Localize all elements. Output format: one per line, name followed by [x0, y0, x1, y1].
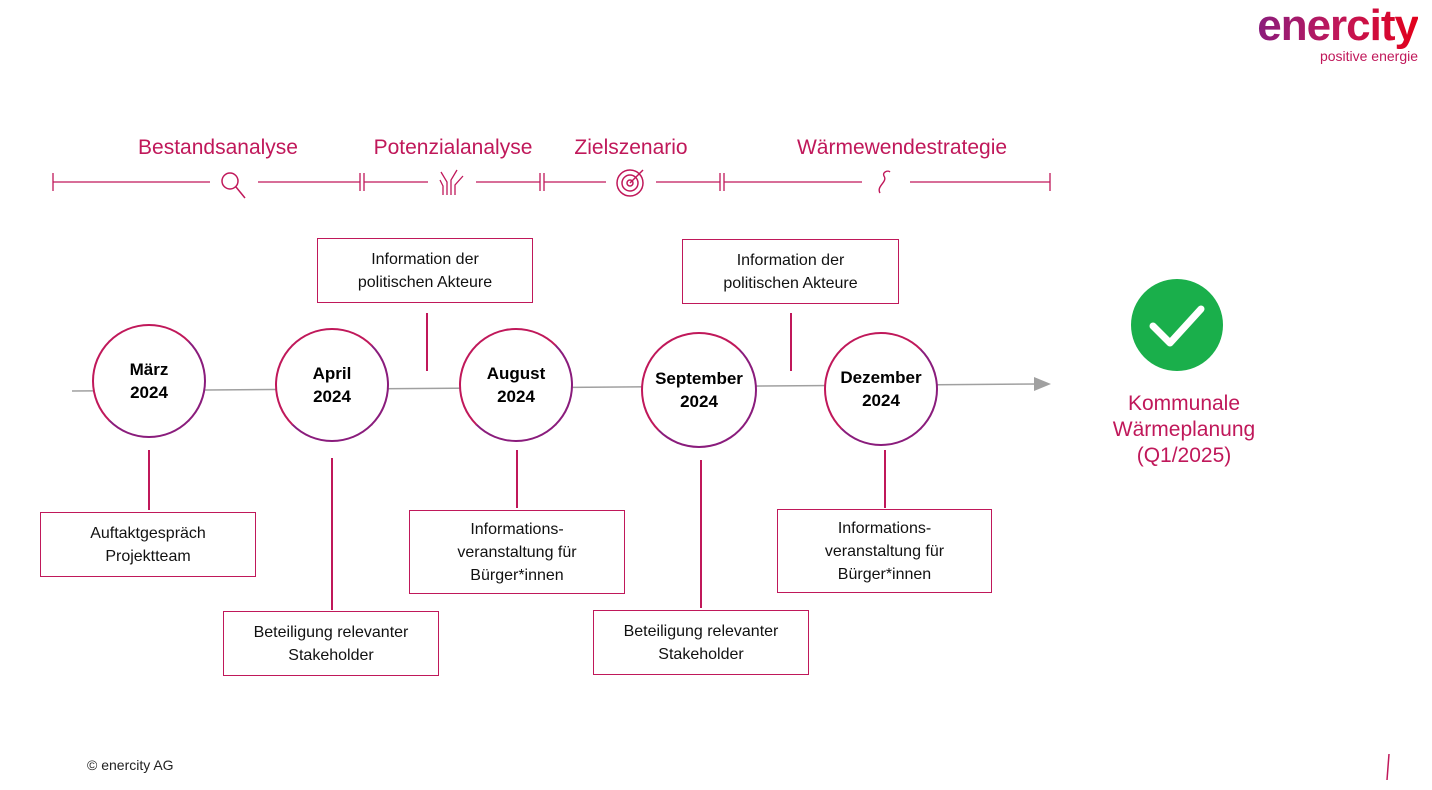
phase-label: Bestandsanalyse: [138, 136, 298, 159]
connector: [700, 460, 702, 608]
branching-arrows-icon: [439, 169, 464, 195]
connector: [516, 450, 518, 508]
enercity-logo: enercity positive energie: [1257, 1, 1419, 65]
connector: [148, 450, 150, 510]
connector: [426, 313, 428, 371]
checkmark-circle: [1131, 279, 1223, 371]
copyright: © enercity AG: [87, 757, 174, 773]
arrow-head-icon: [1034, 377, 1051, 391]
phase-label: Wärmewendestrategie: [796, 136, 1008, 159]
slide-marker: [1386, 753, 1390, 781]
path-icon: [878, 170, 891, 194]
phase-bracket: [52, 173, 1051, 191]
phase-label: Zielszenario: [574, 136, 688, 159]
connector: [331, 458, 333, 610]
connector: [790, 313, 792, 371]
checkmark-icon: [1149, 305, 1205, 347]
magnifier-icon: [221, 172, 246, 199]
connector: [884, 450, 886, 508]
target-icon: [616, 169, 644, 197]
phase-label: Potenzialanalyse: [373, 136, 533, 159]
